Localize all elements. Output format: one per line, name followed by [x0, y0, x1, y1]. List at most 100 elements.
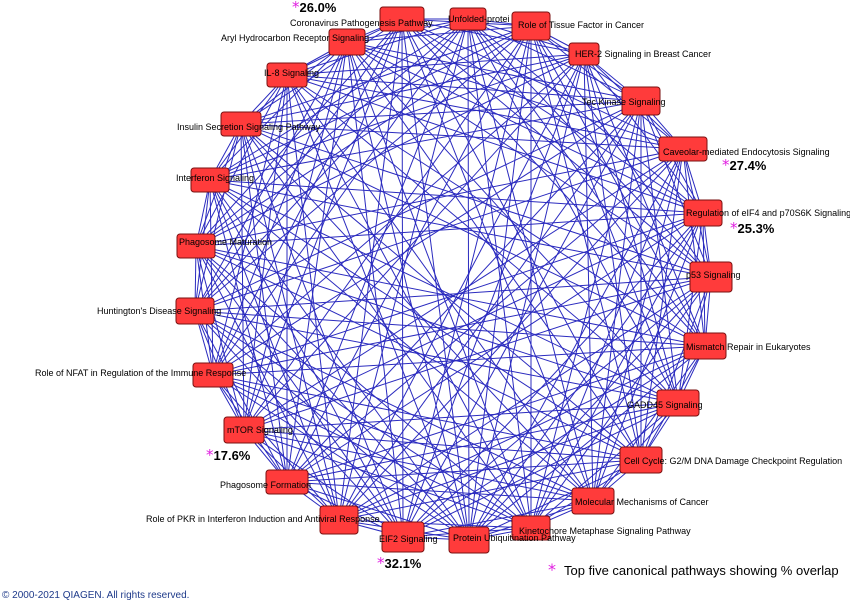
network-edge	[640, 100, 712, 278]
network-edge	[209, 179, 288, 483]
node-box[interactable]	[658, 136, 708, 162]
network-edge	[194, 310, 679, 404]
node-p53[interactable]: p53 Signaling	[686, 261, 741, 293]
node-box[interactable]	[175, 297, 215, 325]
overlap-percent: 17.6%	[214, 448, 251, 463]
node-box[interactable]	[328, 28, 366, 56]
network-edge	[243, 148, 684, 431]
node-phagoform[interactable]: Phagosome Formation	[220, 469, 311, 495]
node-molmech[interactable]: Molecular Mechanisms of Cancer	[571, 487, 709, 515]
node-corona[interactable]: Coronavirus Pathogenesis Pathway	[290, 6, 433, 32]
network-edge	[682, 148, 706, 347]
node-box[interactable]	[568, 42, 600, 66]
node-box[interactable]	[571, 487, 615, 515]
network-edge	[346, 41, 712, 278]
network-edge	[209, 179, 704, 214]
network-edge	[286, 74, 684, 150]
node-box[interactable]	[448, 526, 490, 554]
node-box[interactable]	[511, 11, 551, 41]
node-box[interactable]	[319, 505, 359, 535]
network-edge	[243, 212, 704, 431]
node-box[interactable]	[683, 332, 727, 360]
network-edge	[338, 402, 679, 521]
overlap-star-icon: *	[292, 0, 300, 16]
node-gadd45[interactable]: GADD45 Signaling	[627, 389, 703, 417]
network-edge	[338, 53, 585, 521]
node-box[interactable]	[176, 233, 216, 259]
node-mtor[interactable]: mTOR Signaling	[223, 416, 293, 444]
node-label: Phagosome Maturation	[179, 237, 272, 247]
network-edge	[212, 100, 642, 376]
node-box[interactable]	[220, 111, 262, 137]
network-edge	[195, 25, 532, 247]
network-edge	[286, 74, 706, 347]
network-edge	[530, 25, 642, 461]
node-box[interactable]	[192, 362, 234, 388]
node-nfat[interactable]: Role of NFAT in Regulation of the Immune…	[35, 362, 246, 388]
node-pkr[interactable]: Role of PKR in Interferon Induction and …	[146, 505, 380, 535]
node-label: Role of NFAT in Regulation of the Immune…	[35, 368, 246, 378]
node-insulin[interactable]: Insulin Secretion Signaling Pathway	[177, 111, 321, 137]
network-edge	[194, 25, 532, 312]
node-label: Regulation of eIF4 and p70S6K Signaling	[686, 208, 850, 218]
node-il8[interactable]: IL-8 Signaling	[264, 62, 319, 88]
node-her2[interactable]: HER-2 Signaling in Breast Cancer	[568, 42, 711, 66]
node-box[interactable]	[656, 389, 700, 417]
network-edge	[286, 481, 470, 541]
network-edge	[195, 245, 706, 347]
node-tissue[interactable]: Role of Tissue Factor in Cancer	[511, 11, 644, 41]
node-huntington[interactable]: Huntington's Disease Signaling	[97, 297, 221, 325]
network-edge	[401, 18, 684, 150]
legend: *Top five canonical pathways showing % o…	[548, 560, 839, 579]
node-box[interactable]	[379, 6, 425, 32]
network-edge	[286, 74, 340, 521]
network-edge	[346, 41, 470, 541]
node-label: Molecular Mechanisms of Cancer	[575, 497, 709, 507]
network-edge	[338, 276, 712, 521]
overlap-star-icon: *	[730, 219, 738, 237]
node-mismatch[interactable]: Mismatch Repair in Eukaryotes	[683, 332, 811, 360]
network-edge	[212, 41, 348, 376]
node-box[interactable]	[449, 7, 487, 31]
node-aryl[interactable]: Aryl Hydrocarbon Receptor Signaling	[221, 28, 369, 56]
node-label: Huntington's Disease Signaling	[97, 306, 221, 316]
node-caveolar[interactable]: Caveolar-mediated Endocytosis Signaling	[658, 136, 830, 162]
node-box[interactable]	[381, 521, 425, 553]
network-edge	[195, 245, 470, 541]
overlap-percent: 25.3%	[738, 221, 775, 236]
node-box[interactable]	[621, 86, 661, 116]
node-label: Caveolar-mediated Endocytosis Signaling	[663, 147, 830, 157]
network-edge	[468, 148, 684, 541]
network-edge	[209, 179, 470, 541]
node-box[interactable]	[689, 261, 733, 293]
node-box[interactable]	[683, 199, 723, 227]
node-box[interactable]	[266, 62, 308, 88]
node-protub[interactable]: Protein Ubiquitination Pathway	[448, 526, 576, 554]
network-edge	[286, 74, 679, 404]
overlap-label-eif4: *25.3%	[730, 219, 775, 237]
network-edge	[286, 41, 348, 483]
network-edge	[402, 53, 585, 538]
node-tec[interactable]: Tec Kinase Signaling	[582, 86, 666, 116]
node-box[interactable]	[190, 167, 230, 193]
node-label: Tec Kinase Signaling	[582, 97, 666, 107]
node-box[interactable]	[619, 446, 663, 474]
network-edge	[243, 41, 348, 431]
node-interferon[interactable]: Interferon Signaling	[176, 167, 254, 193]
network-edge	[346, 41, 704, 214]
network-edge	[286, 74, 532, 529]
node-eif4[interactable]: Regulation of eIF4 and p70S6K Signaling	[683, 199, 850, 227]
node-kinetochore[interactable]: Kinetochore Metaphase Signaling Pathway	[511, 515, 691, 541]
node-phagomat[interactable]: Phagosome Maturation	[176, 233, 272, 259]
node-box[interactable]	[265, 469, 309, 495]
node-box[interactable]	[511, 515, 551, 541]
network-edge	[402, 276, 712, 538]
node-eif2[interactable]: EIF2 Signaling	[379, 521, 438, 553]
node-cellcycle[interactable]: Cell Cycle: G2/M DNA Damage Checkpoint R…	[619, 446, 842, 474]
node-label: Kinetochore Metaphase Signaling Pathway	[519, 526, 691, 536]
network-edge	[195, 148, 684, 247]
node-label: Role of Tissue Factor in Cancer	[518, 20, 644, 30]
node-unfolded[interactable]: Unfolded-protei	[448, 7, 510, 31]
node-box[interactable]	[223, 416, 265, 444]
